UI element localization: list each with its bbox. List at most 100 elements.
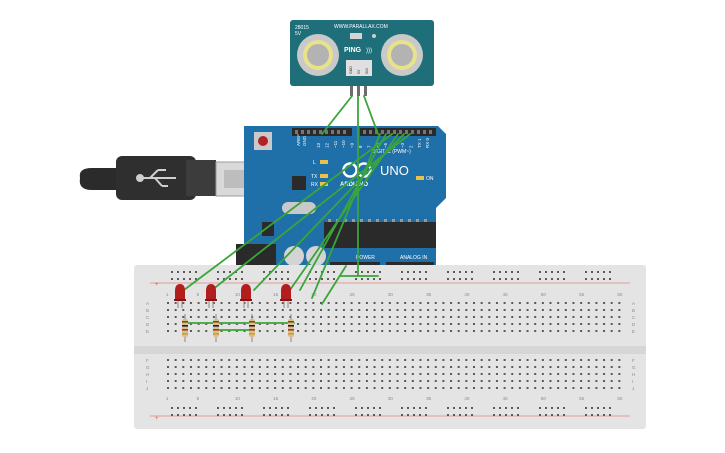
breadboard-hole: [189, 316, 192, 318]
rail-hole: [269, 278, 271, 280]
breadboard-hole: [212, 380, 215, 382]
breadboard-hole: [274, 302, 277, 304]
breadboard-hole: [419, 309, 422, 311]
breadboard-hole: [610, 309, 613, 311]
breadboard-hole: [327, 380, 330, 382]
breadboard-hole: [495, 366, 498, 368]
breadboard-hole: [541, 373, 544, 375]
breadboard-hole: [434, 366, 437, 368]
breadboard-hole: [434, 387, 437, 389]
breadboard-hole: [373, 302, 376, 304]
breadboard-hole: [365, 323, 368, 325]
rail-hole: [355, 278, 357, 280]
breadboard-hole: [197, 330, 200, 332]
breadboard-hole: [442, 302, 445, 304]
breadboard-hole: [618, 366, 621, 368]
breadboard-hole: [610, 373, 613, 375]
rail-hole: [217, 414, 219, 416]
breadboard-hole: [342, 373, 345, 375]
rail-hole: [373, 278, 375, 280]
breadboard-hole: [365, 359, 368, 361]
breadboard-hole: [580, 373, 583, 375]
wire-pin-d: [183, 133, 393, 291]
breadboard-hole: [342, 380, 345, 382]
row-letter: H: [146, 372, 149, 377]
breadboard-hole: [557, 380, 560, 382]
rail-hole: [511, 407, 513, 409]
breadboard-hole: [503, 373, 506, 375]
digital-pin-label: RX 0: [425, 137, 430, 148]
breadboard-hole: [450, 373, 453, 375]
breadboard-hole: [235, 373, 238, 375]
breadboard-hole: [312, 373, 315, 375]
rail-hole: [263, 414, 265, 416]
breadboard-hole: [281, 316, 284, 318]
rail-hole: [367, 278, 369, 280]
column-number: 25: [350, 396, 356, 401]
breadboard-hole: [603, 330, 606, 332]
breadboard-hole: [541, 302, 544, 304]
breadboard-hole: [457, 309, 460, 311]
on-label: ON: [426, 176, 434, 182]
digital-pin-label: ~5: [383, 142, 388, 148]
rail-hole: [333, 271, 335, 273]
breadboard-hole: [587, 380, 590, 382]
breadboard-hole: [480, 387, 483, 389]
breadboard-hole: [258, 366, 261, 368]
breadboard-hole: [312, 387, 315, 389]
breadboard-hole: [549, 359, 552, 361]
breadboard-hole: [557, 309, 560, 311]
breadboard-hole: [381, 302, 384, 304]
breadboard-hole: [381, 316, 384, 318]
breadboard-hole: [434, 316, 437, 318]
sensor-model-suffix: ))): [366, 48, 372, 54]
breadboard-hole: [205, 323, 208, 325]
breadboard-hole: [580, 359, 583, 361]
breadboard-hole: [411, 359, 414, 361]
rail-hole: [407, 407, 409, 409]
breadboard-hole: [381, 366, 384, 368]
breadboard-hole: [373, 373, 376, 375]
breadboard-hole: [167, 309, 169, 311]
rail-hole: [505, 278, 507, 280]
breadboard-hole: [595, 309, 598, 311]
wire-sensor-sig: [363, 95, 379, 135]
breadboard-hole: [365, 330, 368, 332]
rail-hole: [269, 407, 271, 409]
breadboard-hole: [411, 366, 414, 368]
rail-hole: [355, 407, 357, 409]
digital-pin-label: 8: [358, 145, 363, 148]
column-number: 1: [166, 396, 169, 401]
breadboard-hole: [427, 302, 430, 304]
breadboard-hole: [618, 323, 621, 325]
breadboard-hole: [320, 316, 322, 318]
breadboard-hole: [350, 380, 353, 382]
breadboard-hole: [580, 309, 583, 311]
atmega-chip: [324, 222, 436, 248]
left-transducer: [297, 34, 339, 76]
rail-hole: [195, 271, 197, 273]
rail-hole: [493, 278, 495, 280]
breadboard-holes: [167, 271, 621, 416]
breadboard-hole: [564, 309, 567, 311]
breadboard-hole: [404, 316, 407, 318]
breadboard-hole: [603, 380, 606, 382]
breadboard-hole: [427, 373, 430, 375]
breadboard-hole: [266, 387, 269, 389]
digital-pin-label: ~11: [333, 140, 338, 148]
rail-hole: [603, 278, 605, 280]
breadboard-hole: [587, 302, 590, 304]
breadboard-hole: [274, 309, 277, 311]
breadboard-hole: [251, 380, 254, 382]
breadboard-hole: [212, 387, 215, 389]
breadboard-hole: [442, 366, 445, 368]
breadboard-hole: [189, 380, 192, 382]
rail-hole: [183, 414, 185, 416]
breadboard-hole: [358, 380, 361, 382]
breadboard-hole: [373, 309, 376, 311]
rail-hole: [321, 414, 323, 416]
digital-pin-label: TX 1: [417, 138, 422, 148]
breadboard-hole: [212, 316, 215, 318]
rail-hole: [309, 278, 311, 280]
